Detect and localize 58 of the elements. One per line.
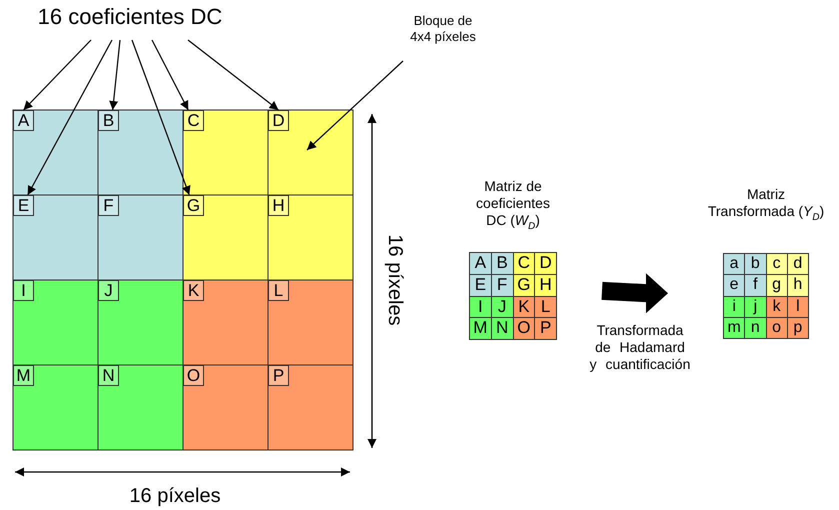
arrow	[188, 40, 279, 110]
block-letter: G	[183, 195, 204, 216]
block-letter: D	[268, 110, 289, 131]
block-letter: M	[13, 365, 34, 386]
arrow	[23, 40, 92, 110]
coefficient-cell: M	[469, 317, 492, 340]
block-letter: E	[13, 195, 34, 216]
coefficient-cell: B	[490, 252, 514, 275]
coefficient-cell: b	[744, 253, 766, 276]
coefficient-cell: h	[786, 274, 809, 296]
edge-label: Transformada de Hadamard y cuantificación	[588, 322, 692, 372]
coefficient-cell: E	[469, 274, 492, 296]
coefficient-cell: e	[723, 274, 746, 296]
callout-text: Bloque de 4x4 píxeles	[409, 13, 477, 44]
block-letter: A	[13, 110, 34, 131]
coefficient-cell: c	[766, 253, 788, 276]
matrix-heading: Matriz Transformada (Y$_{D}$)	[706, 186, 826, 224]
block-letter: F	[98, 195, 119, 216]
arrow	[131, 40, 190, 196]
dimension-label: 16 píxeles	[383, 234, 407, 326]
coefficient-cell: k	[766, 296, 788, 318]
coefficient-cell: l	[786, 296, 809, 318]
coefficient-cell: N	[490, 317, 514, 340]
coefficient-cell: o	[766, 316, 788, 339]
block-letter: H	[268, 195, 289, 216]
block-letter: K	[183, 280, 204, 301]
matrix-heading: Matriz de coeficientes DC (W$_{D}$)	[475, 178, 551, 232]
coefficient-cell: d	[786, 253, 809, 276]
coefficient-cell: H	[534, 274, 557, 296]
block-letter: C	[183, 110, 204, 131]
arrow	[306, 60, 404, 150]
coefficient-cell: p	[786, 316, 809, 339]
coefficient-cell: L	[534, 296, 557, 318]
arrow	[109, 40, 121, 110]
coefficient-cell: n	[744, 316, 766, 339]
coefficient-cell: j	[744, 296, 766, 318]
coefficient-cell: P	[534, 317, 557, 340]
dimension-label: 16 píxeles	[128, 484, 222, 508]
block-arrow	[602, 273, 668, 314]
block-letter: O	[183, 365, 204, 386]
coefficient-cell: m	[723, 316, 746, 339]
coefficient-cell: f	[744, 274, 766, 296]
block-letter: J	[98, 280, 119, 301]
coefficient-cell: g	[766, 274, 788, 296]
block-letter: N	[98, 365, 119, 386]
coefficient-cell: O	[512, 317, 536, 340]
coefficient-cell: F	[490, 274, 514, 296]
callout-text: 16 coeficientes DC	[36, 4, 224, 30]
coefficient-cell: a	[723, 253, 746, 276]
coefficient-cell: i	[723, 296, 746, 318]
block-letter: P	[268, 365, 289, 386]
block-letter: B	[98, 110, 119, 131]
coefficient-cell: D	[534, 252, 557, 275]
arrow	[27, 40, 113, 196]
block-letter: I	[13, 280, 34, 301]
arrow	[151, 40, 189, 110]
block-letter: L	[268, 280, 289, 301]
coefficient-cell: A	[469, 252, 492, 275]
